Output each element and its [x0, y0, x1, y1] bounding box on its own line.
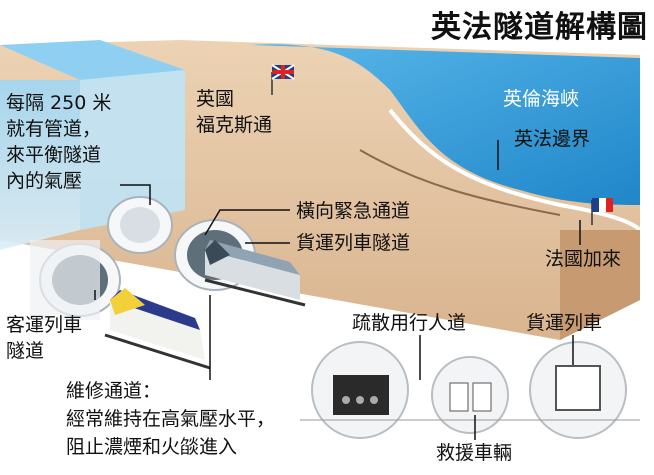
freight-train-label: 貨運列車 [526, 312, 603, 334]
walkway-label: 疏散用行人道 [352, 312, 467, 334]
passenger-tunnel-label-line-2: 隧道 [6, 340, 45, 362]
channel-label: 英倫海峽 [503, 88, 580, 110]
service-tunnel-label-line-2: 經常維持在高氣壓水平， [66, 408, 276, 430]
vent-note-line-4: 內的氣壓 [6, 170, 83, 192]
page-title: 英法隧道解構圖 [431, 10, 648, 45]
service-tunnel-label-line-1: 維修通道： [66, 380, 162, 402]
vent-note-line-1: 每隔 250 米 [6, 92, 112, 114]
calais-label: 法國加來 [545, 248, 622, 270]
uk-flag-icon [271, 64, 295, 95]
water-cutaway-side [80, 70, 185, 230]
water-cutaway-front [0, 80, 80, 250]
leader-lines [94, 140, 581, 440]
border-line [359, 149, 561, 216]
passenger-tunnel-label-line-1: 客運列車 [6, 314, 83, 336]
cross-section-passenger [311, 341, 409, 439]
passenger-train-illustration [104, 288, 211, 370]
border-label: 英法邊界 [514, 128, 591, 150]
cross-section-service [431, 356, 509, 434]
folkestone-label-line-2: 福克斯通 [196, 114, 273, 136]
sea-surface [250, 44, 640, 205]
cross-passage-label: 橫向緊急通道 [296, 200, 411, 222]
freight-train-illustration [204, 240, 306, 307]
freight-tunnel-label: 貨運列車隧道 [296, 232, 411, 254]
france-flag-icon [591, 198, 613, 225]
vent-note-line-2: 就有管道， [6, 118, 102, 140]
service-tunnel-label-line-3: 阻止濃煙和火燄進入 [66, 436, 238, 458]
vent-note-line-3: 來平衡隧道 [6, 144, 102, 166]
land-front-face [560, 230, 640, 340]
coastline-france [388, 108, 642, 232]
rescue-vehicle-label: 救援車輛 [436, 442, 513, 464]
folkestone-label-line-1: 英國 [196, 88, 235, 110]
cross-section-freight [529, 341, 627, 439]
water-cutaway-top [0, 40, 185, 80]
